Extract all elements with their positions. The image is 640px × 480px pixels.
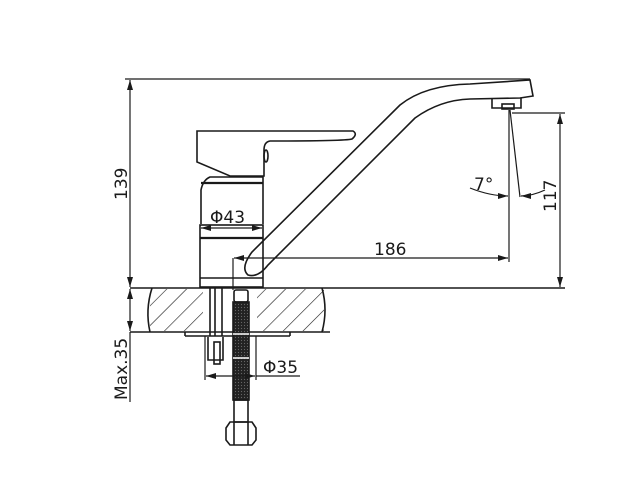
label-spout-reach: 186 [374,240,406,260]
hex-nut [225,421,257,446]
label-spout-angle: 7° [474,175,493,195]
label-overall-height: 139 [112,168,132,200]
mounting-shank [207,288,224,365]
faucet-body [199,176,264,288]
label-body-diameter: Φ43 [210,208,245,228]
dim-hole-diameter [204,336,300,380]
dim-spout-angle [469,109,546,199]
label-deck-thickness: Max.35 [112,338,132,400]
flexible-hose [232,289,250,423]
countertop-section [130,287,565,337]
dim-outlet-height [512,112,565,287]
label-outlet-height: 117 [541,180,561,212]
lever-handle [196,130,357,177]
dim-overall-height [125,78,530,287]
label-hole-diameter: Φ35 [263,358,298,378]
dim-spout-reach [232,110,510,290]
